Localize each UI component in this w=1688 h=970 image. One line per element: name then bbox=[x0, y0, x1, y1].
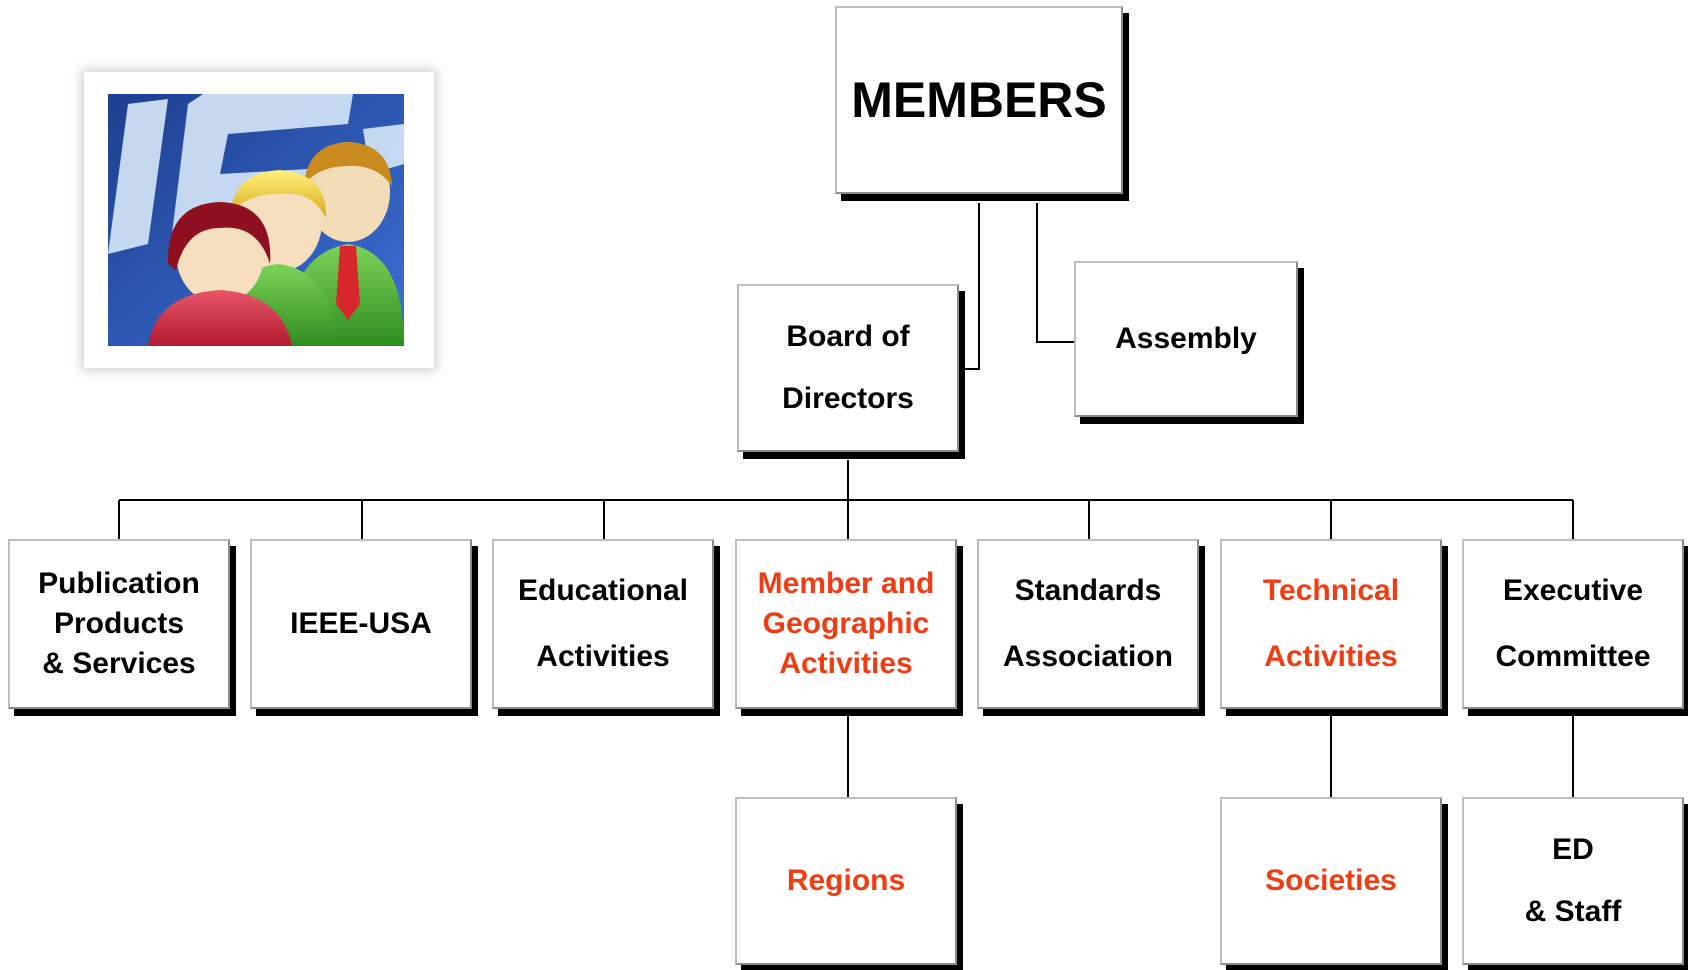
node-standards-association: Standards Association bbox=[977, 539, 1199, 709]
node-assembly-label: Assembly bbox=[1115, 322, 1257, 355]
node-educational-activities: Educational Activities bbox=[492, 539, 714, 709]
logo-frame bbox=[84, 72, 434, 368]
node-executive-line-2: Committee bbox=[1495, 640, 1651, 673]
node-standards-line-1: Standards bbox=[1014, 574, 1162, 607]
node-members-label: MEMBERS bbox=[851, 72, 1107, 128]
node-executive-committee: Executive Committee bbox=[1462, 539, 1684, 709]
node-ieee-usa: IEEE-USA bbox=[250, 539, 472, 709]
node-regions: Regions bbox=[735, 797, 957, 965]
node-board-of-directors: Board of Directors bbox=[737, 284, 959, 452]
node-executive-line-1: Executive bbox=[1502, 574, 1644, 607]
node-members: MEMBERS bbox=[835, 6, 1123, 194]
node-ieee-usa-label: IEEE-USA bbox=[290, 607, 432, 640]
node-board-line-2: Directors bbox=[782, 382, 914, 415]
node-ed-staff-line-1: ED bbox=[1552, 833, 1594, 866]
node-societies: Societies bbox=[1220, 797, 1442, 965]
node-educational-line-2: Activities bbox=[536, 640, 670, 673]
node-technical-line-2: Activities bbox=[1264, 640, 1398, 673]
node-mga-line-2: Geographic bbox=[762, 607, 930, 640]
node-publication-line-1: Publication bbox=[38, 567, 200, 600]
node-technical-line-1: Technical bbox=[1262, 574, 1400, 607]
node-publication-line-2: Products bbox=[53, 607, 185, 640]
node-member-geographic-activities: Member and Geographic Activities bbox=[735, 539, 957, 709]
node-ed-staff-line-2: & Staff bbox=[1524, 895, 1622, 928]
node-technical-activities: Technical Activities bbox=[1220, 539, 1442, 709]
node-mga-line-3: Activities bbox=[779, 647, 913, 680]
node-educational-line-1: Educational bbox=[517, 574, 689, 607]
node-societies-label: Societies bbox=[1265, 864, 1397, 897]
node-assembly: Assembly bbox=[1074, 261, 1298, 417]
node-publication-products-services: Publication Products & Services bbox=[8, 539, 230, 709]
members-people-icon bbox=[108, 94, 404, 346]
node-mga-line-1: Member and bbox=[757, 567, 935, 600]
node-board-line-1: Board of bbox=[786, 320, 910, 353]
node-regions-label: Regions bbox=[786, 864, 906, 897]
connector-members-assembly bbox=[1036, 203, 1076, 343]
node-standards-line-2: Association bbox=[1002, 640, 1174, 673]
node-publication-line-3: & Services bbox=[42, 647, 196, 680]
connector-members-board bbox=[962, 203, 980, 370]
node-ed-staff: ED & Staff bbox=[1462, 797, 1684, 965]
